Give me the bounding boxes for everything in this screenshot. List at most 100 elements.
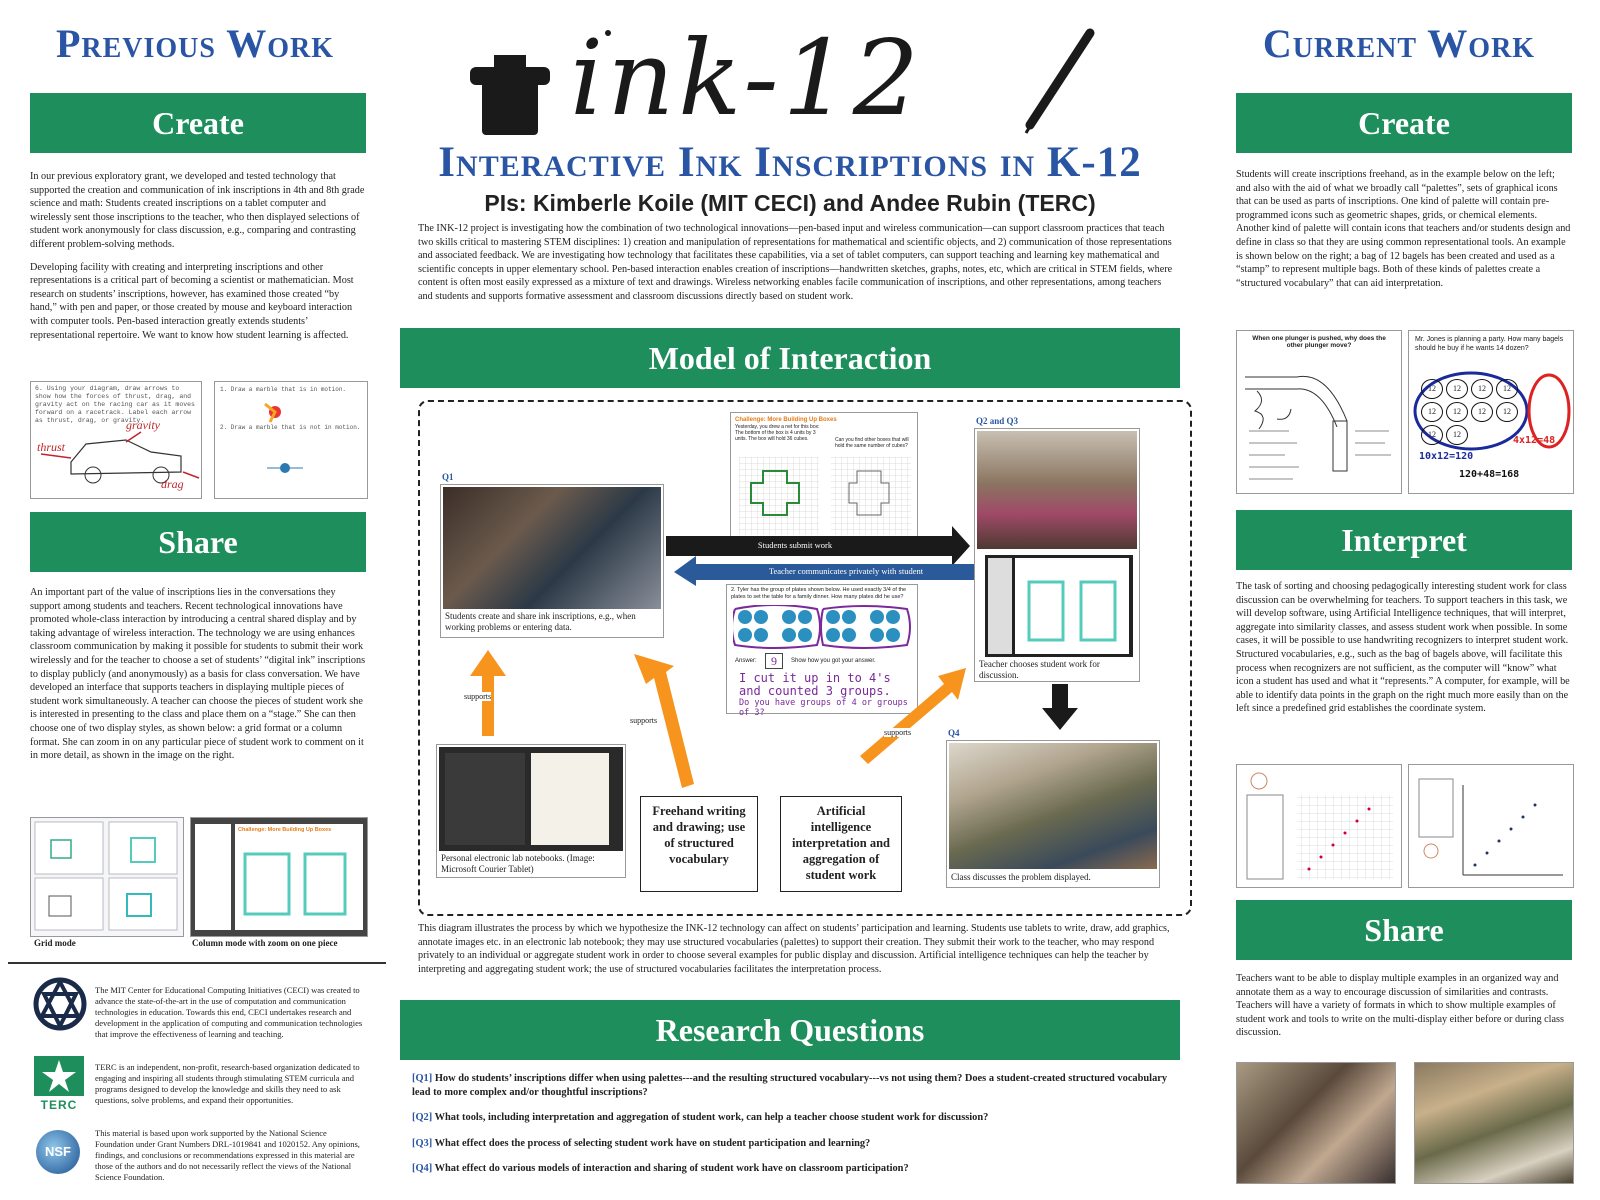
zoomed-grid: [243, 852, 347, 916]
bagel-stamp: 12: [1421, 402, 1443, 422]
right-share-text: Teachers want to be able to display mult…: [1236, 973, 1564, 1039]
question-q1-text: How do students’ inscriptions differ whe…: [412, 1073, 1168, 1098]
left-create-p1: In our previous exploratory grant, we de…: [30, 171, 365, 250]
down-arrow-icon: [1042, 684, 1078, 730]
left-create-p2: Developing facility with creating and in…: [30, 261, 354, 341]
plates-question: 2. Tyler has the group of plates shown b…: [731, 587, 907, 600]
ceci-knot-icon: [33, 977, 87, 1031]
handwriting-line3: Do you have groups of 4 or groups of 3?: [739, 698, 908, 718]
nsf-logo-icon: NSF: [36, 1130, 80, 1174]
interpret-text: The task of sorting and choosing pedagog…: [1236, 581, 1570, 715]
teacher-screen-grid: [1027, 580, 1117, 642]
freehand-graph: [1246, 772, 1393, 880]
research-questions-list: [Q1] How do students’ inscriptions diffe…: [412, 1072, 1172, 1176]
challenge-q3: Can you find other boxes that will hold …: [835, 437, 909, 449]
plunger-sketch: [1245, 375, 1391, 480]
handwriting-line1: I cut it up in to 4's: [739, 671, 891, 685]
ceci-text: The MIT Center for Educational Computing…: [95, 985, 363, 1039]
freehand-box: Freehand writing and drawing; use of str…: [640, 796, 758, 892]
teacher-choice-photo: Teacher chooses student work for discuss…: [974, 428, 1140, 682]
ink-bottle-and-pen-icon: [470, 28, 1095, 135]
answer-box: 9: [765, 653, 783, 669]
column-thumbnails: [195, 824, 231, 930]
zoomed-work: Challenge: More Building Up Boxes: [235, 824, 363, 930]
bagel-stamp: 12: [1446, 379, 1468, 399]
q1-label: Q1: [442, 472, 454, 482]
freehand-graph-figure: [1236, 764, 1402, 888]
challenge-q1: Yesterday, you drew a net for this box:: [735, 424, 820, 430]
notebook-left-page: [445, 753, 525, 845]
bagel-stamp: 12: [1471, 402, 1493, 422]
bagel-stamps: 12 12 12 12 12 12 12 12 12 12: [1421, 379, 1525, 445]
terc-text: TERC is an independent, non-profit, rese…: [95, 1062, 360, 1105]
ceci-logo-icon: [30, 976, 90, 1032]
class-photo-image: [949, 743, 1157, 869]
terc-logo-icon: [34, 1056, 84, 1096]
plunger-question: When one plunger is pushed, why does the…: [1252, 335, 1386, 349]
question-q2: [Q2] What tools, including interpretatio…: [412, 1111, 1172, 1125]
structured-graph-figure: [1408, 764, 1574, 888]
challenge-grids: [739, 457, 911, 535]
bagel-math-1: 10x12=120: [1419, 451, 1474, 462]
bagel-stamp: 12: [1446, 402, 1468, 422]
bagel-stamp: 12: [1471, 379, 1493, 399]
research-questions-bar: Research Questions: [400, 1000, 1180, 1060]
teacher-screen-thumbs: [988, 558, 1012, 654]
plates-worksheet: 2. Tyler has the group of plates shown b…: [726, 584, 918, 718]
marble-sketch: [264, 402, 303, 473]
ai-box: Artificial intelligence interpretation a…: [780, 796, 902, 892]
bagel-stamp: 12: [1496, 379, 1518, 399]
question-q3: [Q3] What effect does the process of sel…: [412, 1137, 1172, 1151]
poster-title: Interactive Ink Inscriptions in K-12: [438, 139, 1142, 186]
car-drawing-figure: 6. Using your diagram, draw arrows to sh…: [30, 381, 202, 499]
q4-label: Q4: [948, 728, 960, 738]
bagel-stamp: 12: [1446, 425, 1468, 445]
share-photo-2: [1414, 1062, 1574, 1184]
ink12-wordmark: ink-12: [570, 17, 923, 139]
grid-mode-screens: [34, 821, 178, 931]
current-work-heading: Current Work: [1262, 21, 1536, 66]
student-photo-image: [443, 487, 661, 609]
teacher-caption: Teacher chooses student work for discuss…: [979, 659, 1100, 680]
question-q1: [Q1] How do students’ inscriptions diffe…: [412, 1072, 1172, 1099]
intro-text: The INK-12 project is investigating how …: [418, 223, 1173, 302]
drag-label: drag: [161, 477, 184, 491]
class-caption: Class discusses the problem displayed.: [951, 872, 1091, 882]
question-q1-tag: [Q1]: [412, 1073, 433, 1084]
left-share-text: An important part of the value of inscri…: [30, 586, 366, 772]
model-of-interaction-bar: Model of Interaction: [400, 328, 1180, 388]
teacher-screen-main: [1015, 558, 1129, 654]
terc-star-icon: [42, 1060, 76, 1092]
student-tablet-photo: Students create and share ink inscriptio…: [440, 484, 664, 638]
diagram-caption: This diagram illustrates the process by …: [418, 923, 1170, 975]
bagels-sketch: [1413, 371, 1571, 451]
private-label: Teacher communicates privately with stud…: [768, 566, 924, 576]
question-q4: [Q4] What effect do various models of in…: [412, 1162, 1172, 1176]
classroom-photo: [977, 431, 1137, 549]
right-create-bar: Create: [1236, 93, 1572, 153]
bagel-math-3: 120+48=168: [1459, 469, 1520, 480]
handwriting-line2: and counted 3 groups.: [739, 684, 891, 698]
column-mode-caption: Column mode with zoom on one piece: [192, 938, 338, 948]
bagels-question: Mr. Jones is planning a party. How many …: [1415, 336, 1564, 352]
thrust-label: thrust: [37, 440, 66, 454]
nsf-label: NSF: [45, 1144, 71, 1159]
left-create-bar: Create: [30, 93, 366, 153]
question-q3-tag: [Q3]: [412, 1137, 433, 1149]
previous-work-heading: Previous Work: [55, 21, 335, 66]
bagel-stamp: 12: [1421, 425, 1443, 445]
bagel-stamp: 12: [1496, 402, 1518, 422]
marble-question-1: 1. Draw a marble that is in motion.: [220, 386, 347, 393]
grid-mode-figure: [30, 817, 184, 937]
notebook-photo: Personal electronic lab notebooks. (Imag…: [436, 744, 626, 878]
student-photo-caption: Students create and share ink inscriptio…: [445, 611, 636, 632]
notebook-image: [439, 747, 623, 851]
marble-drawing-figure: 1. Draw a marble that is in motion. 2. D…: [214, 381, 368, 499]
class-discussion-photo: Class discusses the problem displayed.: [946, 740, 1160, 888]
question-q4-tag: [Q4]: [412, 1163, 433, 1175]
supports-label-1: supports: [464, 692, 492, 701]
bagel-stamp: 12: [1421, 379, 1443, 399]
plunger-drawing-figure: When one plunger is pushed, why does the…: [1236, 330, 1402, 494]
notebook-caption: Personal electronic lab notebooks. (Imag…: [441, 853, 595, 874]
show-work-label: Show how you got your answer.: [791, 658, 876, 664]
